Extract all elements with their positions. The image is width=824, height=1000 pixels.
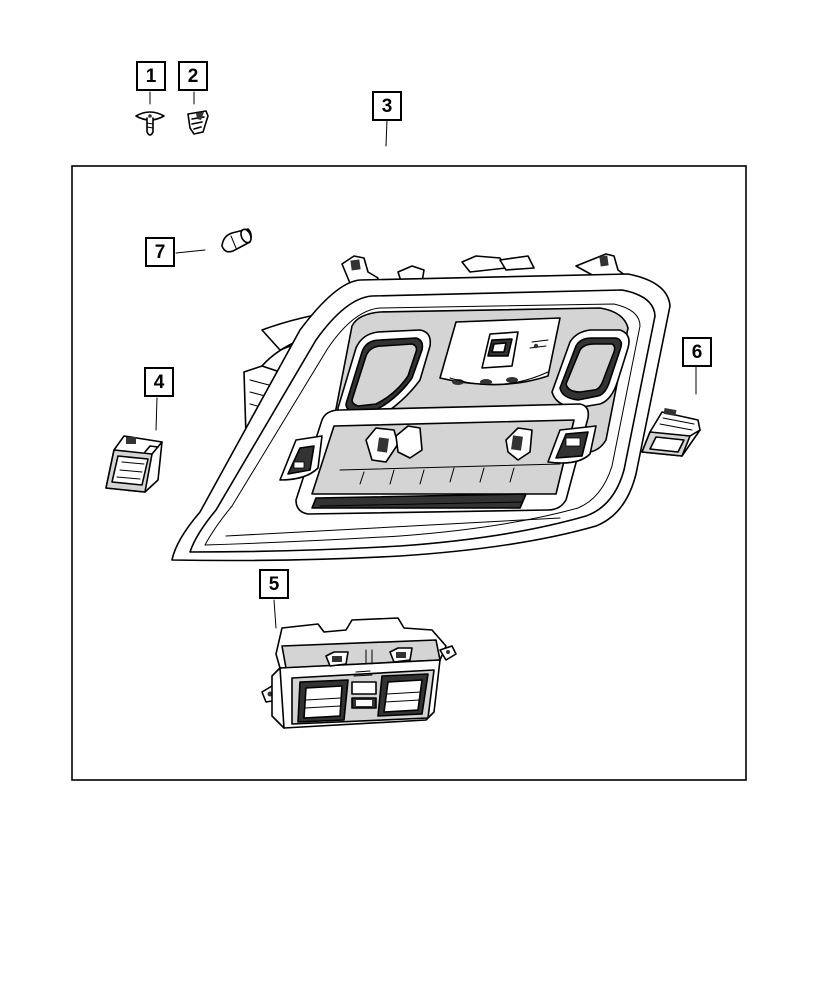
callout-2: 2: [178, 61, 208, 91]
callout-4: 4: [144, 367, 174, 397]
part-4-lamp: [105, 435, 163, 493]
callout-3: 3: [372, 91, 402, 121]
part-5-switch-module: [261, 617, 457, 729]
callout-1: 1: [136, 61, 166, 91]
assembly-frame: [71, 165, 747, 781]
callout-6: 6: [682, 337, 712, 367]
part-2-clip: [187, 110, 209, 135]
part-7-bulb: [221, 228, 252, 253]
leader-lines: [149, 91, 697, 629]
callout-7: 7: [145, 237, 175, 267]
part-6-lamp: [641, 408, 701, 457]
callout-5: 5: [259, 569, 289, 599]
part-1-screw: [135, 111, 165, 136]
part-3-overhead-console: [171, 253, 671, 562]
